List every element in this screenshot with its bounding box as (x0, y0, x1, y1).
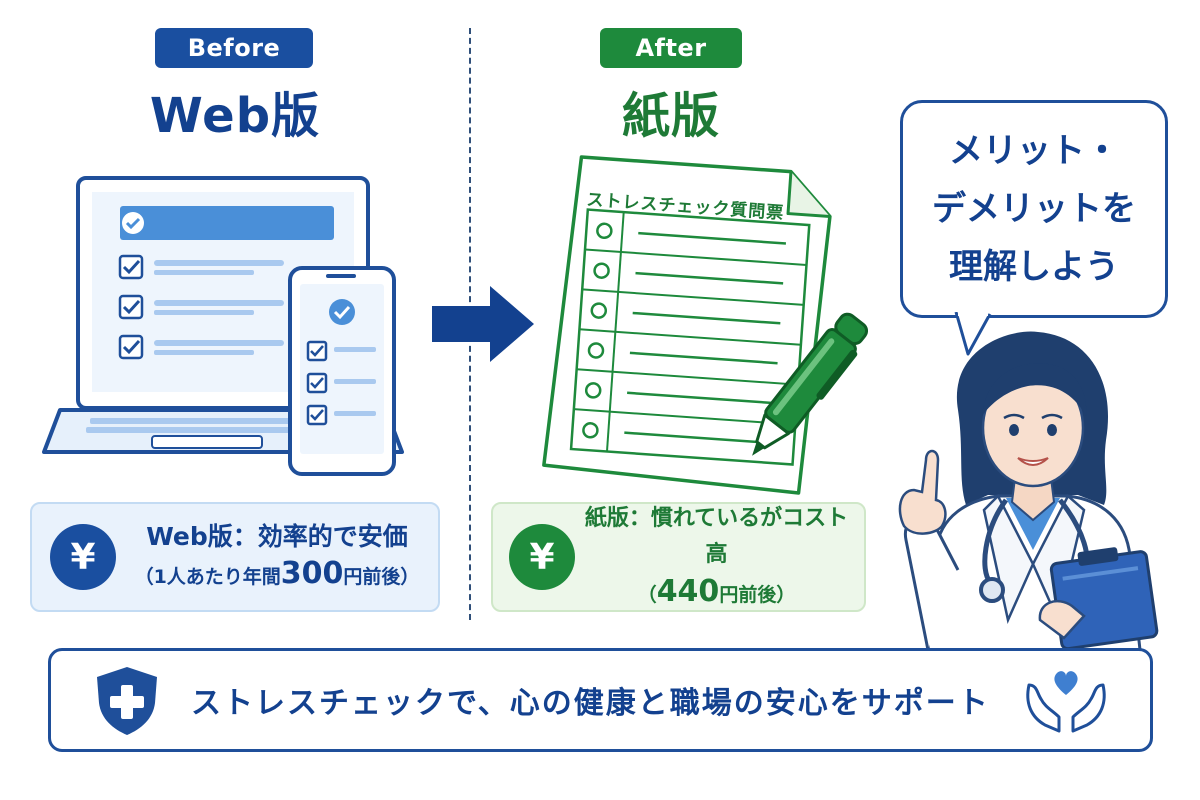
after-info-line1: 紙版：慣れているがコスト高 (584, 505, 849, 567)
after-info-prefix: （ (637, 583, 657, 606)
heart-hands-icon (1026, 671, 1106, 733)
doctor-illustration (898, 331, 1159, 650)
after-info-line2: （440円前後） (575, 573, 858, 614)
arrow-right-icon (432, 286, 534, 362)
speech-line2: デメリットを (932, 189, 1136, 229)
before-info-box: ¥ Web版：効率的で安価 （1人あたり年間300円前後） (30, 502, 440, 612)
yen-icon-after: ¥ (509, 524, 575, 590)
before-heading: Web版 (149, 88, 321, 144)
after-heading: 紙版 (621, 88, 720, 144)
before-info-line2: （1人あたり年間300円前後） (116, 555, 438, 596)
speech-bubble-tail (954, 312, 992, 356)
smartphone-icon (288, 266, 396, 476)
after-badge-label: After (635, 34, 707, 62)
paper-form-icon (542, 155, 832, 495)
after-info-box: ¥ 紙版：慣れているがコスト高 （440円前後） (491, 502, 866, 612)
after-badge: After (600, 28, 742, 68)
after-info-amount: 440 (656, 573, 720, 609)
pen-icon (752, 312, 869, 456)
before-info-line1: Web版：効率的で安価 (146, 521, 408, 551)
before-badge-label: Before (187, 34, 281, 62)
before-badge: Before (155, 28, 313, 68)
speech-line1: メリット・ (949, 131, 1119, 171)
laptop-and-phone-illustration (42, 176, 404, 476)
bottom-banner: ストレスチェックで、心の健康と職場の安心をサポート (48, 648, 1153, 752)
before-info-text: Web版：効率的で安価 （1人あたり年間300円前後） (116, 519, 438, 596)
before-info-suffix: 円前後） (343, 565, 420, 588)
yen-icon: ¥ (50, 524, 116, 590)
banner-text: ストレスチェックで、心の健康と職場の安心をサポート (191, 686, 990, 721)
after-info-suffix: 円前後） (719, 583, 796, 606)
shield-plus-icon (97, 667, 157, 735)
speech-line3: 理解しよう (949, 247, 1119, 287)
before-info-prefix: （1人あたり年間 (134, 565, 281, 588)
speech-bubble: メリット・ デメリットを 理解しよう (900, 100, 1168, 318)
after-info-text: 紙版：慣れているがコスト高 （440円前後） (575, 501, 864, 614)
before-info-amount: 300 (280, 555, 344, 591)
